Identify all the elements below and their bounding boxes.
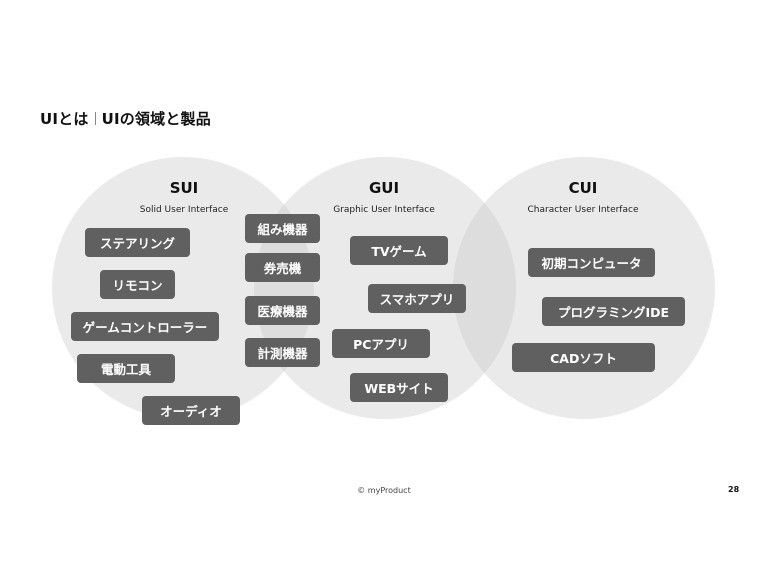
overlap-item-medical-device: 医療機器	[245, 296, 320, 325]
overlap-item-measuring-device: 計測機器	[245, 338, 320, 367]
gui-item-smartphone-app: スマホアプリ	[368, 284, 466, 313]
title-separator	[94, 112, 96, 125]
cui-item-cad-software: CADソフト	[512, 343, 655, 372]
category-title-cui: CUI	[568, 179, 598, 197]
sui-item-power-tool: 電動工具	[77, 354, 175, 383]
category-title-sui: SUI	[169, 179, 199, 197]
sui-item-steering: ステアリング	[85, 228, 190, 257]
category-subtitle-sui: Solid User Interface	[139, 205, 229, 215]
sui-item-audio: オーディオ	[142, 396, 240, 425]
footer-copyright: © myProduct	[357, 486, 411, 495]
gui-item-tv-game: TVゲーム	[350, 236, 448, 265]
title-right: UIの領域と製品	[101, 110, 211, 128]
page-title: UIとは UIの領域と製品	[40, 108, 211, 129]
category-subtitle-gui: Graphic User Interface	[333, 205, 435, 215]
cui-item-programming-ide: プログラミングIDE	[542, 297, 685, 326]
cui-circle	[453, 157, 715, 419]
cui-item-early-computer: 初期コンピュータ	[528, 248, 655, 277]
gui-item-pc-app: PCアプリ	[332, 329, 430, 358]
category-title-gui: GUI	[368, 179, 400, 197]
category-subtitle-cui: Character User Interface	[527, 205, 639, 215]
sui-item-remote: リモコン	[100, 270, 175, 299]
overlap-item-embedded: 組み機器	[245, 214, 320, 243]
sui-item-game-controller: ゲームコントローラー	[71, 312, 219, 341]
title-left: UIとは	[40, 110, 89, 128]
page-number: 28	[728, 485, 740, 494]
overlap-item-ticket-machine: 券売機	[245, 253, 320, 282]
gui-item-website: WEBサイト	[350, 373, 448, 402]
